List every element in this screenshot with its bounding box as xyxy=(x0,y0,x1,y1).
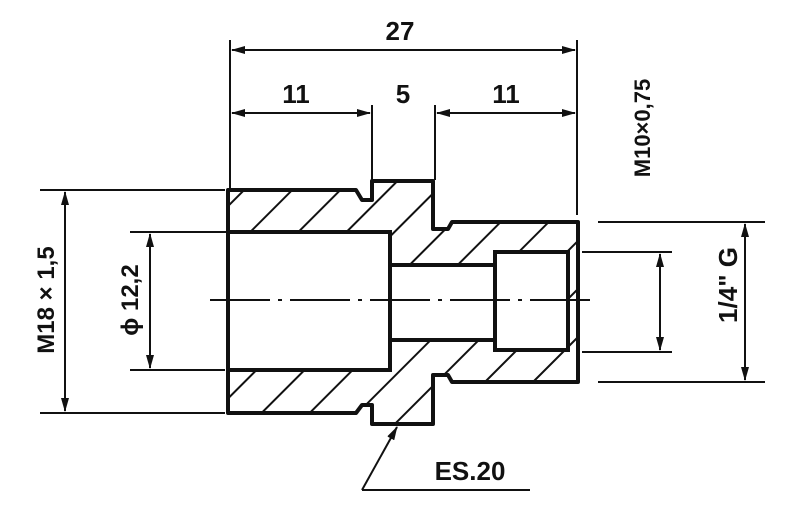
right-thread-label: M10×0,75 xyxy=(630,79,655,177)
dim-collar-label: 5 xyxy=(396,79,410,109)
middle-bore xyxy=(388,263,499,342)
dim-right-label: 11 xyxy=(492,79,520,109)
pipe-thread-label: 1/4" G xyxy=(713,247,743,323)
extension-lines xyxy=(40,40,765,414)
dim-left-label: 11 xyxy=(282,79,310,109)
callout-label: ES.20 xyxy=(435,456,506,486)
left-thread-label: M18 × 1,5 xyxy=(33,246,60,353)
dim-overall-label: 27 xyxy=(386,16,415,46)
bore-diameter-label: ϕ 12,2 xyxy=(117,264,144,335)
